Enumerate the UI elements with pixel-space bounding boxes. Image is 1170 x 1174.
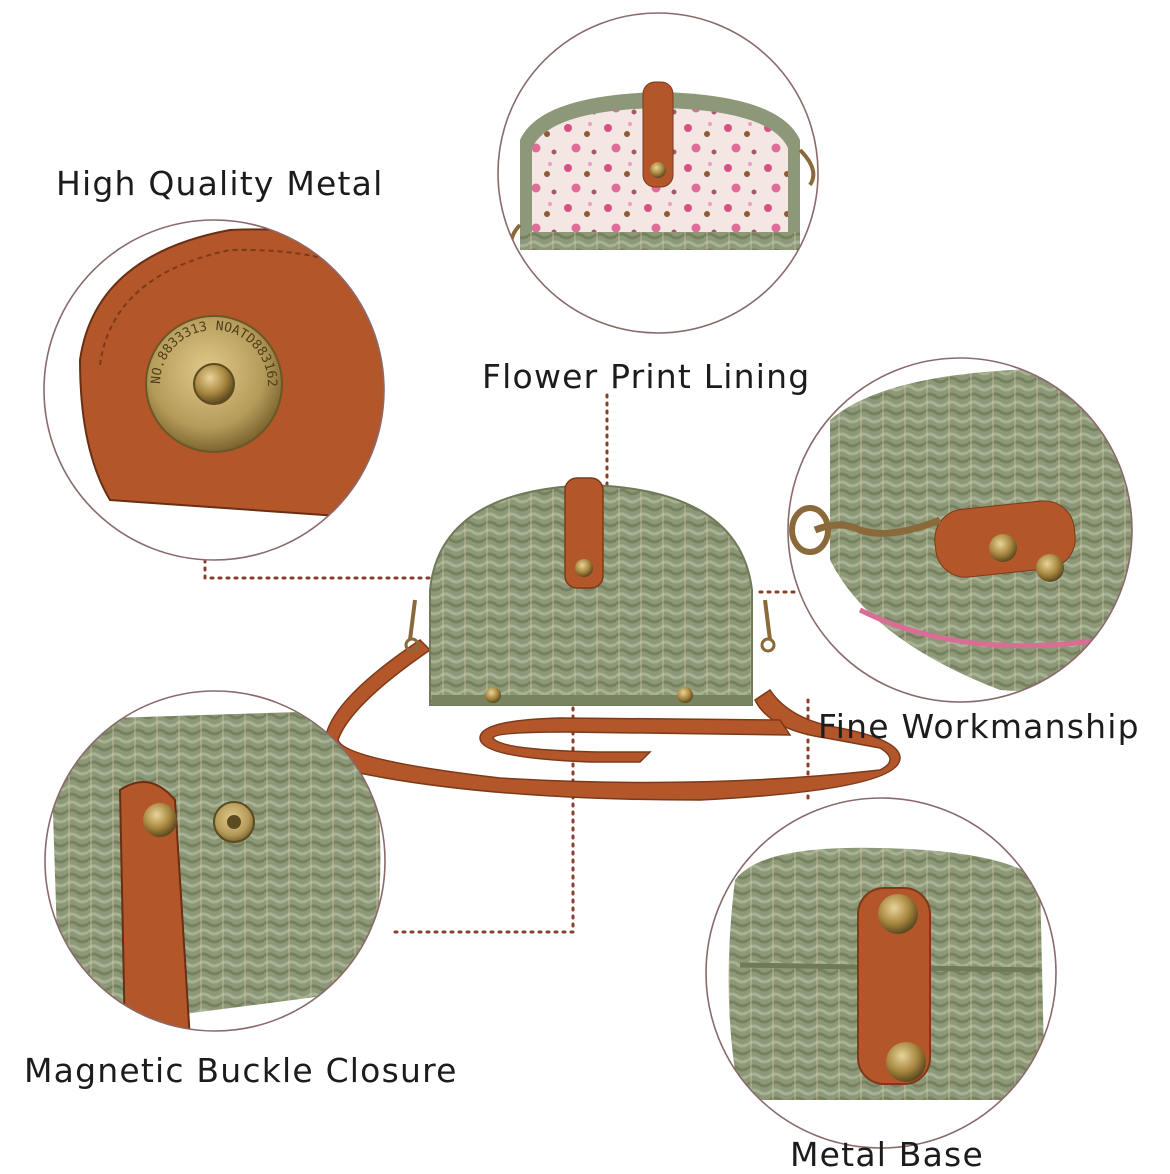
buckle-detail-photo [44,690,386,1032]
base-detail-photo [705,797,1057,1149]
label-metal-base: Metal Base [790,1135,984,1174]
metal-snap-detail-photo: NO.8833313 NOATD8831628 [43,219,385,561]
circle-frame [44,690,386,1032]
clasp-detail-photo [787,357,1133,703]
label-fine-workmanship: Fine Workmanship [818,707,1140,746]
circle-frame [497,12,819,334]
circle-frame [43,219,385,561]
label-high-quality-metal: High Quality Metal [56,164,384,203]
central-bag [323,477,901,801]
circle-frame [787,357,1133,703]
circle-frame [705,797,1057,1149]
lining-detail-photo [497,12,819,334]
label-magnetic-buckle-closure: Magnetic Buckle Closure [24,1051,458,1090]
label-flower-print-lining: Flower Print Lining [482,357,811,396]
